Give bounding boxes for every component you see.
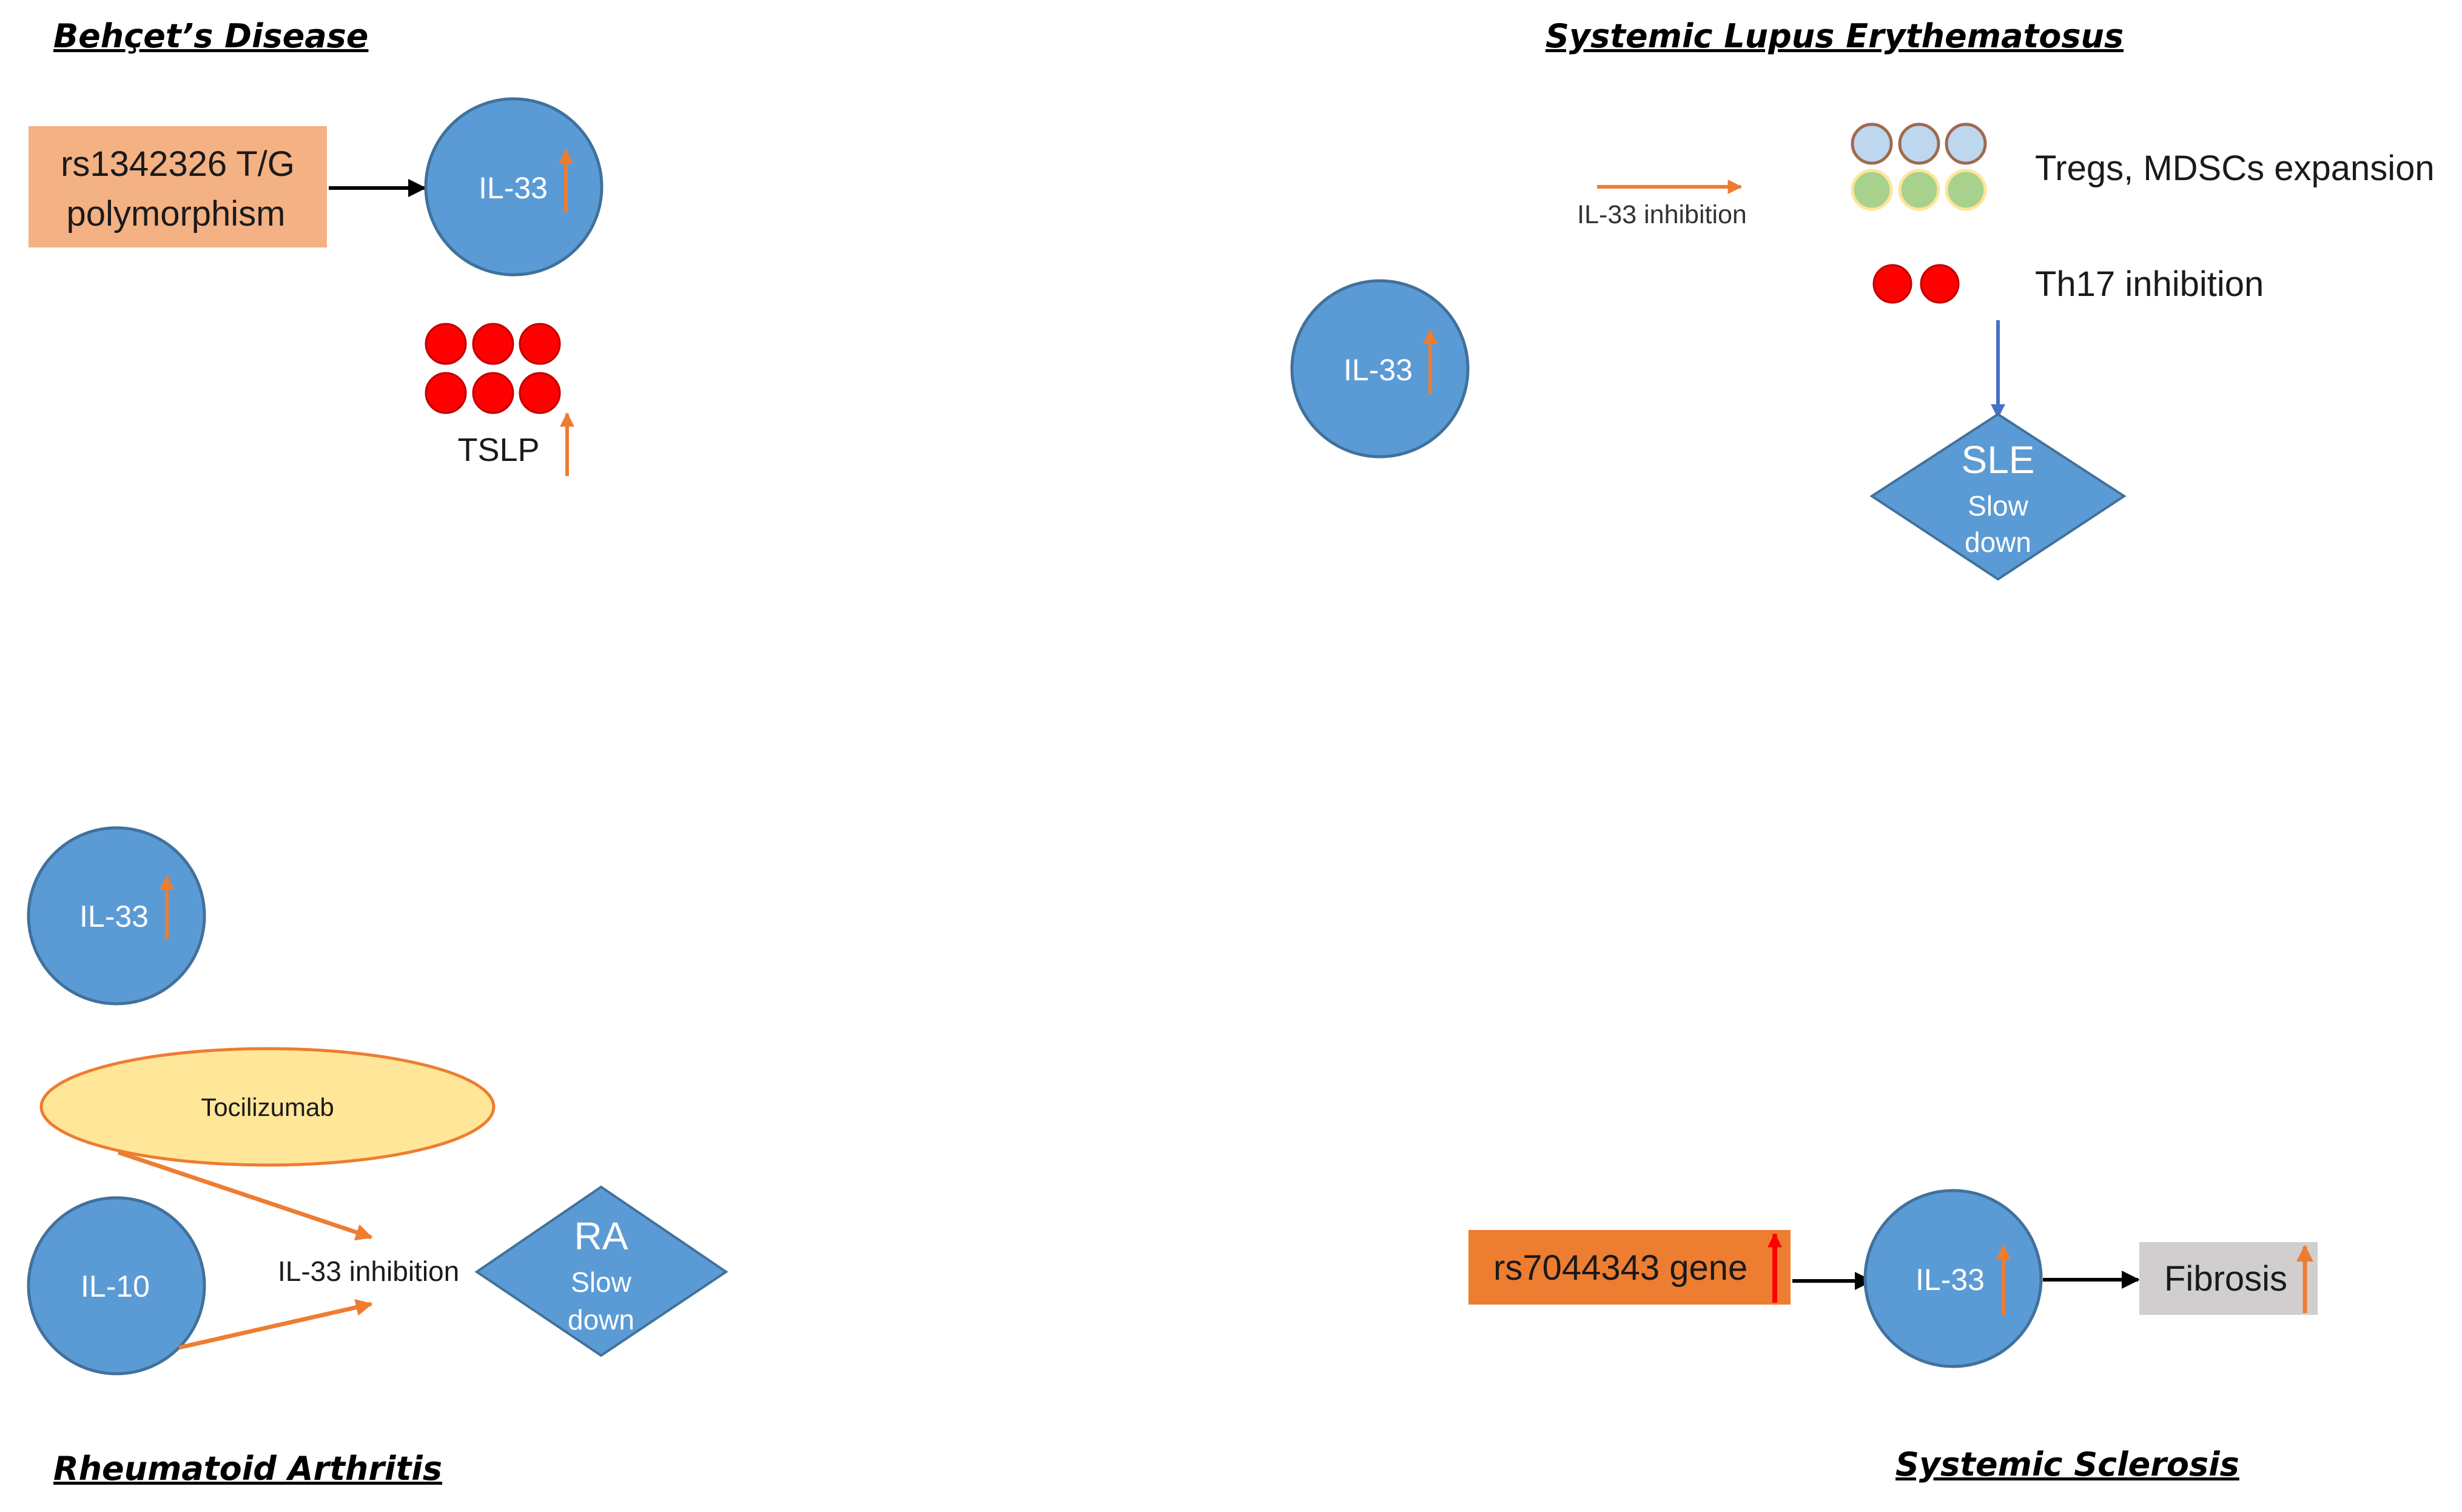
tocilizumab-label: Tocilizumab — [201, 1093, 334, 1121]
il33-circle-ra — [27, 826, 206, 1006]
il33-inhibition-label-sle: IL-33 inhibition — [1577, 200, 1747, 229]
tslp-label: TSLP — [457, 432, 539, 468]
section-title-ssc: Systemic Sclerosis — [1895, 1445, 2239, 1483]
th17-dot — [1920, 264, 1960, 304]
sle-diamond-line2: down — [1965, 526, 2031, 558]
gene-box — [1468, 1230, 1791, 1305]
sle-section: IL-33 inhibition IL-33 Tregs, MDSCs expa… — [1290, 123, 2435, 581]
il33-label-sle: IL-33 — [1344, 353, 1413, 387]
tregs-mdscs-dots — [1851, 123, 1987, 211]
il10-circle — [27, 1196, 206, 1376]
ra-section: IL-33 Tocilizumab IL-10 IL-33 inhibition… — [27, 826, 728, 1376]
il10-label: IL-10 — [81, 1269, 150, 1303]
il33-inhibition-label-ra: IL-33 inhibition — [278, 1255, 459, 1287]
ra-diamond-line1: Slow — [571, 1266, 631, 1298]
tslp-dot — [472, 323, 514, 365]
th17-label: Th17 inhibition — [2035, 264, 2264, 304]
tslp-dot — [472, 372, 514, 414]
tregs-label: Tregs, MDSCs expansion — [2035, 149, 2435, 188]
mdsc-dot — [1851, 169, 1893, 211]
ra-diamond-title: RA — [574, 1214, 628, 1258]
sle-diamond-title: SLE — [1962, 438, 2035, 482]
mdsc-dot — [1898, 169, 1940, 211]
il33-circle-behcet — [424, 97, 604, 277]
th17-dot — [1872, 264, 1912, 304]
treg-dot — [1945, 123, 1987, 165]
polymorphism-label-line1: rs1342326 T/G — [61, 144, 295, 184]
polymorphism-box — [29, 126, 327, 247]
il10-to-inhibition-arrow — [178, 1299, 373, 1350]
tslp-dot — [519, 323, 561, 365]
il33-label-ssc: IL-33 — [1915, 1263, 1985, 1297]
ssc-section: rs7044343 gene IL-33 Fibrosis — [1468, 1189, 2318, 1368]
il33-circle-sle — [1290, 279, 1470, 459]
tocilizumab-ellipse — [39, 1047, 496, 1167]
fibrosis-box — [2139, 1242, 2318, 1315]
tslp-dots — [425, 323, 561, 414]
il33-circle-ssc — [1863, 1189, 2043, 1368]
fibrosis-label: Fibrosis — [2164, 1259, 2287, 1299]
th17-dots — [1872, 264, 1960, 304]
ra-diamond — [474, 1185, 728, 1357]
section-title-sle: Systemic Lupus Erythematosus — [1545, 17, 2124, 55]
il33-label-behcet: IL-33 — [479, 171, 548, 205]
tslp-dot — [519, 372, 561, 414]
behcet-section: rs1342326 T/G polymorphism IL-33 TSLP — [29, 97, 604, 476]
section-title-ra: Rheumatoid Arthritis — [53, 1450, 442, 1488]
tslp-dot — [425, 323, 467, 365]
sle-diamond — [1869, 412, 2127, 581]
ra-diamond-line2: down — [568, 1304, 634, 1336]
mdsc-dot — [1945, 169, 1987, 211]
gene-label: rs7044343 gene — [1493, 1248, 1747, 1288]
section-title-behcet: Behçet’s Disease — [53, 17, 369, 55]
il33-label-ra: IL-33 — [79, 899, 149, 933]
sle-diamond-line1: Slow — [1968, 490, 2028, 522]
treg-dot — [1851, 123, 1893, 165]
treg-dot — [1898, 123, 1940, 165]
polymorphism-label-line2: polymorphism — [67, 194, 286, 234]
tslp-dot — [425, 372, 467, 414]
tocilizumab-to-inhibition-arrow — [117, 1150, 373, 1241]
